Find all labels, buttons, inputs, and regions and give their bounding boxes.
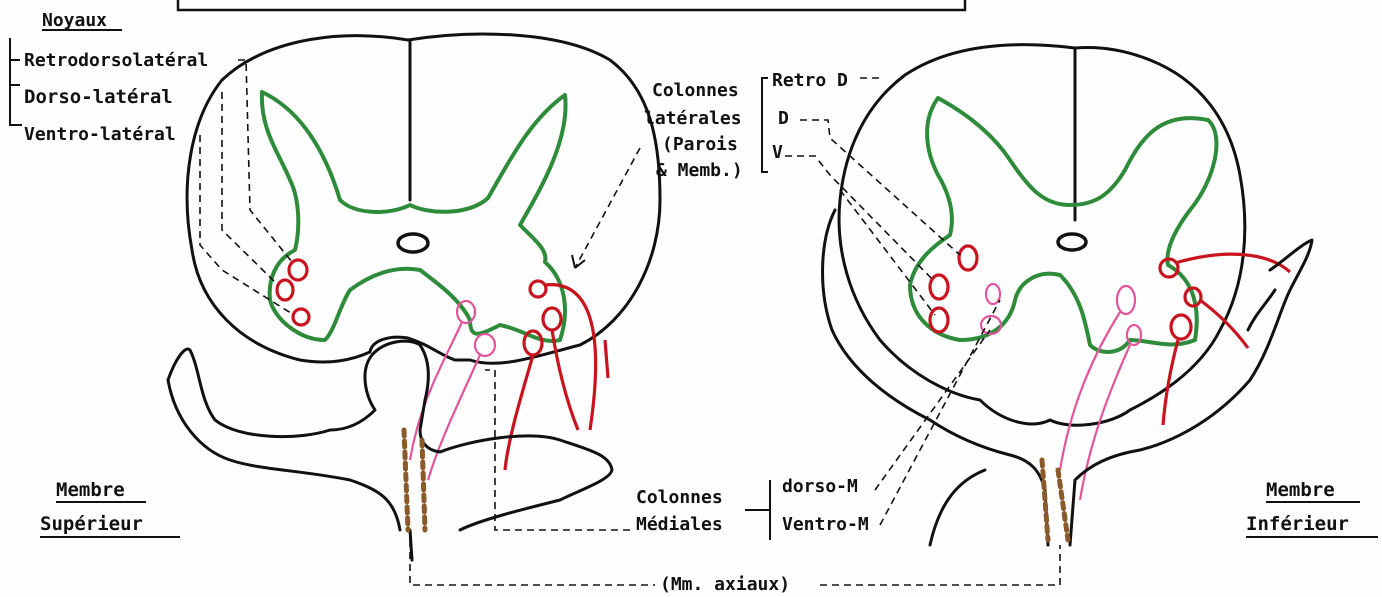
left-nucleus-retrodorsolateral [289,260,307,280]
left-cord-section [168,34,660,560]
right-medial-nucleus-3 [1117,286,1135,314]
right-nucleus-dorsolateral [930,275,948,299]
leader-v [785,156,935,282]
leader-d [800,120,960,255]
label-d: D [778,108,789,129]
left-nucleus-r2 [543,308,561,330]
label-dorso-m: dorso-M [782,476,858,497]
label-ventro-m: Ventro-M [782,514,869,535]
label-dorso-lateral: Dorso-latéral [24,86,173,108]
label-membre-superieur-1: Membre [56,479,125,501]
label-membre-inferieur-2: Inférieur [1246,513,1349,535]
right-nucleus-retrodorsolateral [959,246,977,270]
right-cord-outline [839,45,1245,426]
right-axial-marker-1 [1042,460,1048,540]
left-medial-nucleus-2 [475,334,495,356]
leader-colonnes-laterales [575,148,640,268]
left-nucleus-dorsolateral [277,280,293,300]
label-colonnes-laterales-2: latérales [644,108,742,129]
right-medial-nucleus-1 [986,284,1000,304]
label-colonnes-laterales-4: & Memb.) [656,160,743,181]
label-retrodorsolateral: Retrodorsolatéral [24,50,208,71]
left-axial-marker-2 [422,440,425,530]
label-noyaux: Noyaux [42,10,107,31]
left-medial-axon-2 [428,355,480,480]
left-central-canal [398,234,428,252]
right-grey-matter [910,98,1216,352]
leader-colonnes-laterales-arrow [572,255,585,268]
leader-retrodorsolateral [238,60,292,262]
left-nucleus-r1 [530,281,546,297]
label-membre-inferieur-1: Membre [1266,479,1335,501]
label-retro-d: Retro D [772,70,848,91]
lateral-bracket [762,78,768,172]
right-nucleus-r3 [1171,315,1191,339]
left-axial-marker-1 [404,430,408,530]
left-nucleus-ventrolateral [293,309,309,325]
right-nucleus-ventrolateral [930,308,948,332]
label-v: V [772,142,783,163]
right-body-silhouette [823,210,1312,545]
label-colonnes-laterales-3: (Parois [662,134,738,155]
right-cord-section [823,45,1312,545]
left-grey-matter [262,92,566,341]
left-body-silhouette [168,341,612,560]
right-central-canal [1058,234,1086,250]
label-colonnes-mediales-1: Colonnes [636,487,723,508]
label-membre-superieur-2: Supérieur [40,513,143,535]
right-axial-marker-2 [1058,470,1068,540]
label-colonnes-mediales-2: Médiales [636,514,723,535]
left-axon-r3 [505,355,533,470]
noyaux-bracket [10,38,22,125]
label-ventro-lateral: Ventro-latéral [24,124,176,145]
medial-bracket [745,480,770,540]
left-axon-r4 [605,340,608,378]
label-colonnes-laterales-1: Colonnes [652,80,739,101]
label-mm-axiaux: (Mm. axiaux) [660,574,790,595]
header-frame [178,0,965,10]
